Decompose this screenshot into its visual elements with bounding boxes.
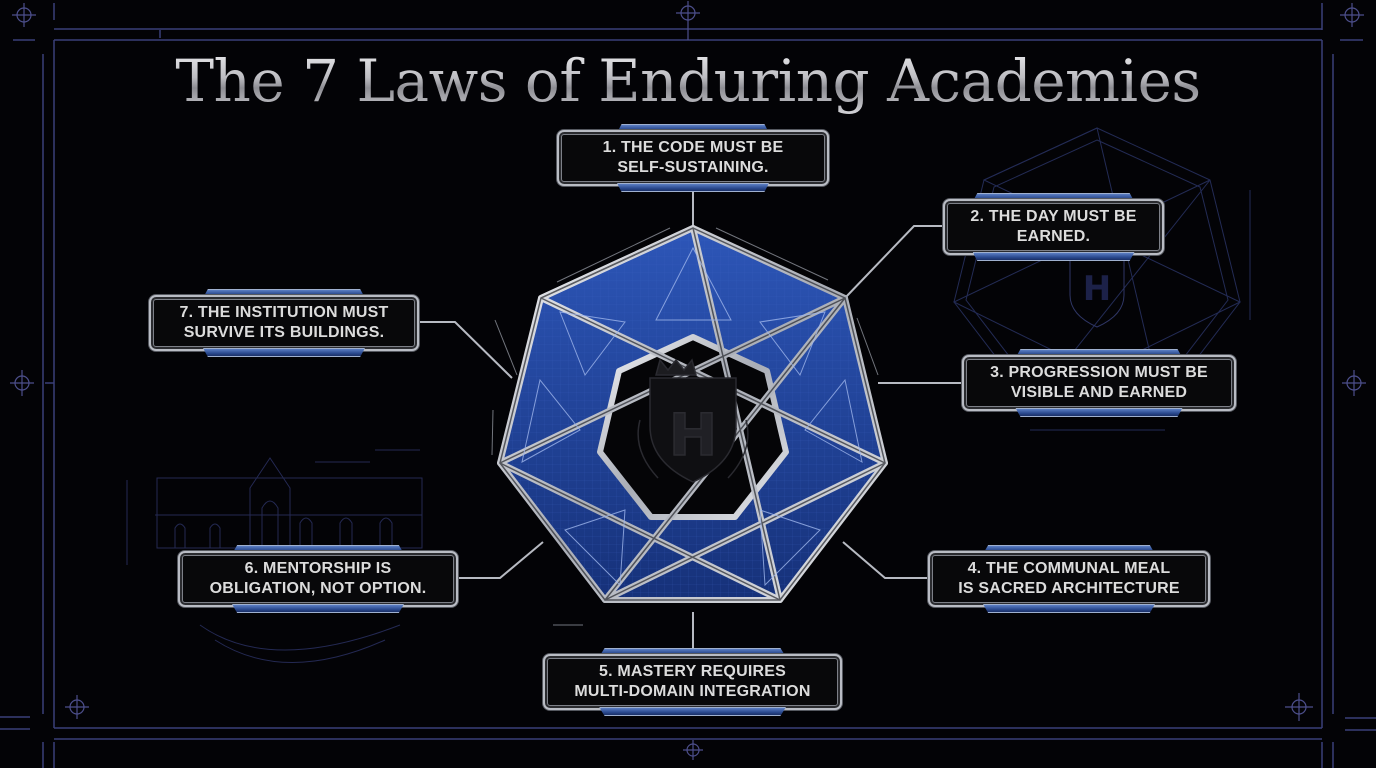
- law-6-line1: 6. MENTORSHIP IS: [244, 560, 392, 577]
- connector-lines: [420, 188, 962, 652]
- svg-text:H: H: [1083, 269, 1111, 309]
- law-7-line2: SURVIVE ITS BUILDINGS.: [183, 324, 385, 341]
- law-1-line1: 1. THE CODE MUST BE: [602, 139, 784, 156]
- law-7-line1: 7. THE INSTITUTION MUST: [179, 304, 389, 321]
- law-2-line1: 2. THE DAY MUST BE: [970, 208, 1137, 225]
- law-5-line2: MULTI-DOMAIN INTEGRATION: [574, 683, 811, 700]
- law-plaque-1: 1. THE CODE MUST BE SELF-SUSTAINING.: [557, 124, 829, 192]
- law-plaque-6: 6. MENTORSHIP IS OBLIGATION, NOT OPTION.: [178, 545, 458, 613]
- law-plaque-5: 5. MASTERY REQUIRES MULTI-DOMAIN INTEGRAT…: [543, 648, 842, 716]
- page-title: The 7 Laws of Enduring Academies: [0, 46, 1376, 116]
- law-2-line2: EARNED.: [1016, 228, 1091, 245]
- law-1-line2: SELF-SUSTAINING.: [617, 159, 769, 176]
- law-3-line2: VISIBLE AND EARNED: [1010, 384, 1188, 401]
- law-5-line1: 5. MASTERY REQUIRES: [599, 663, 786, 680]
- blueprint-cathedral-bg: [126, 449, 423, 663]
- law-plaque-7: 7. THE INSTITUTION MUST SURVIVE ITS BUILD…: [149, 289, 419, 357]
- shield-crown-h-crest-icon: H: [637, 358, 749, 483]
- law-plaque-3: 3. PROGRESSION MUST BE VISIBLE AND EARNED: [962, 349, 1236, 417]
- law-6-line2: OBLIGATION, NOT OPTION.: [209, 580, 427, 597]
- law-plaque-2: 2. THE DAY MUST BE EARNED.: [943, 193, 1164, 261]
- law-4-line1: 4. THE COMMUNAL MEAL: [967, 560, 1171, 577]
- crosshair-markers: [10, 1, 1366, 760]
- law-plaque-4: 4. THE COMMUNAL MEAL IS SACRED ARCHITECTU…: [928, 545, 1210, 613]
- law-3-line1: 3. PROGRESSION MUST BE: [990, 364, 1208, 381]
- law-4-line2: IS SACRED ARCHITECTURE: [958, 580, 1180, 597]
- svg-text:H: H: [669, 401, 718, 469]
